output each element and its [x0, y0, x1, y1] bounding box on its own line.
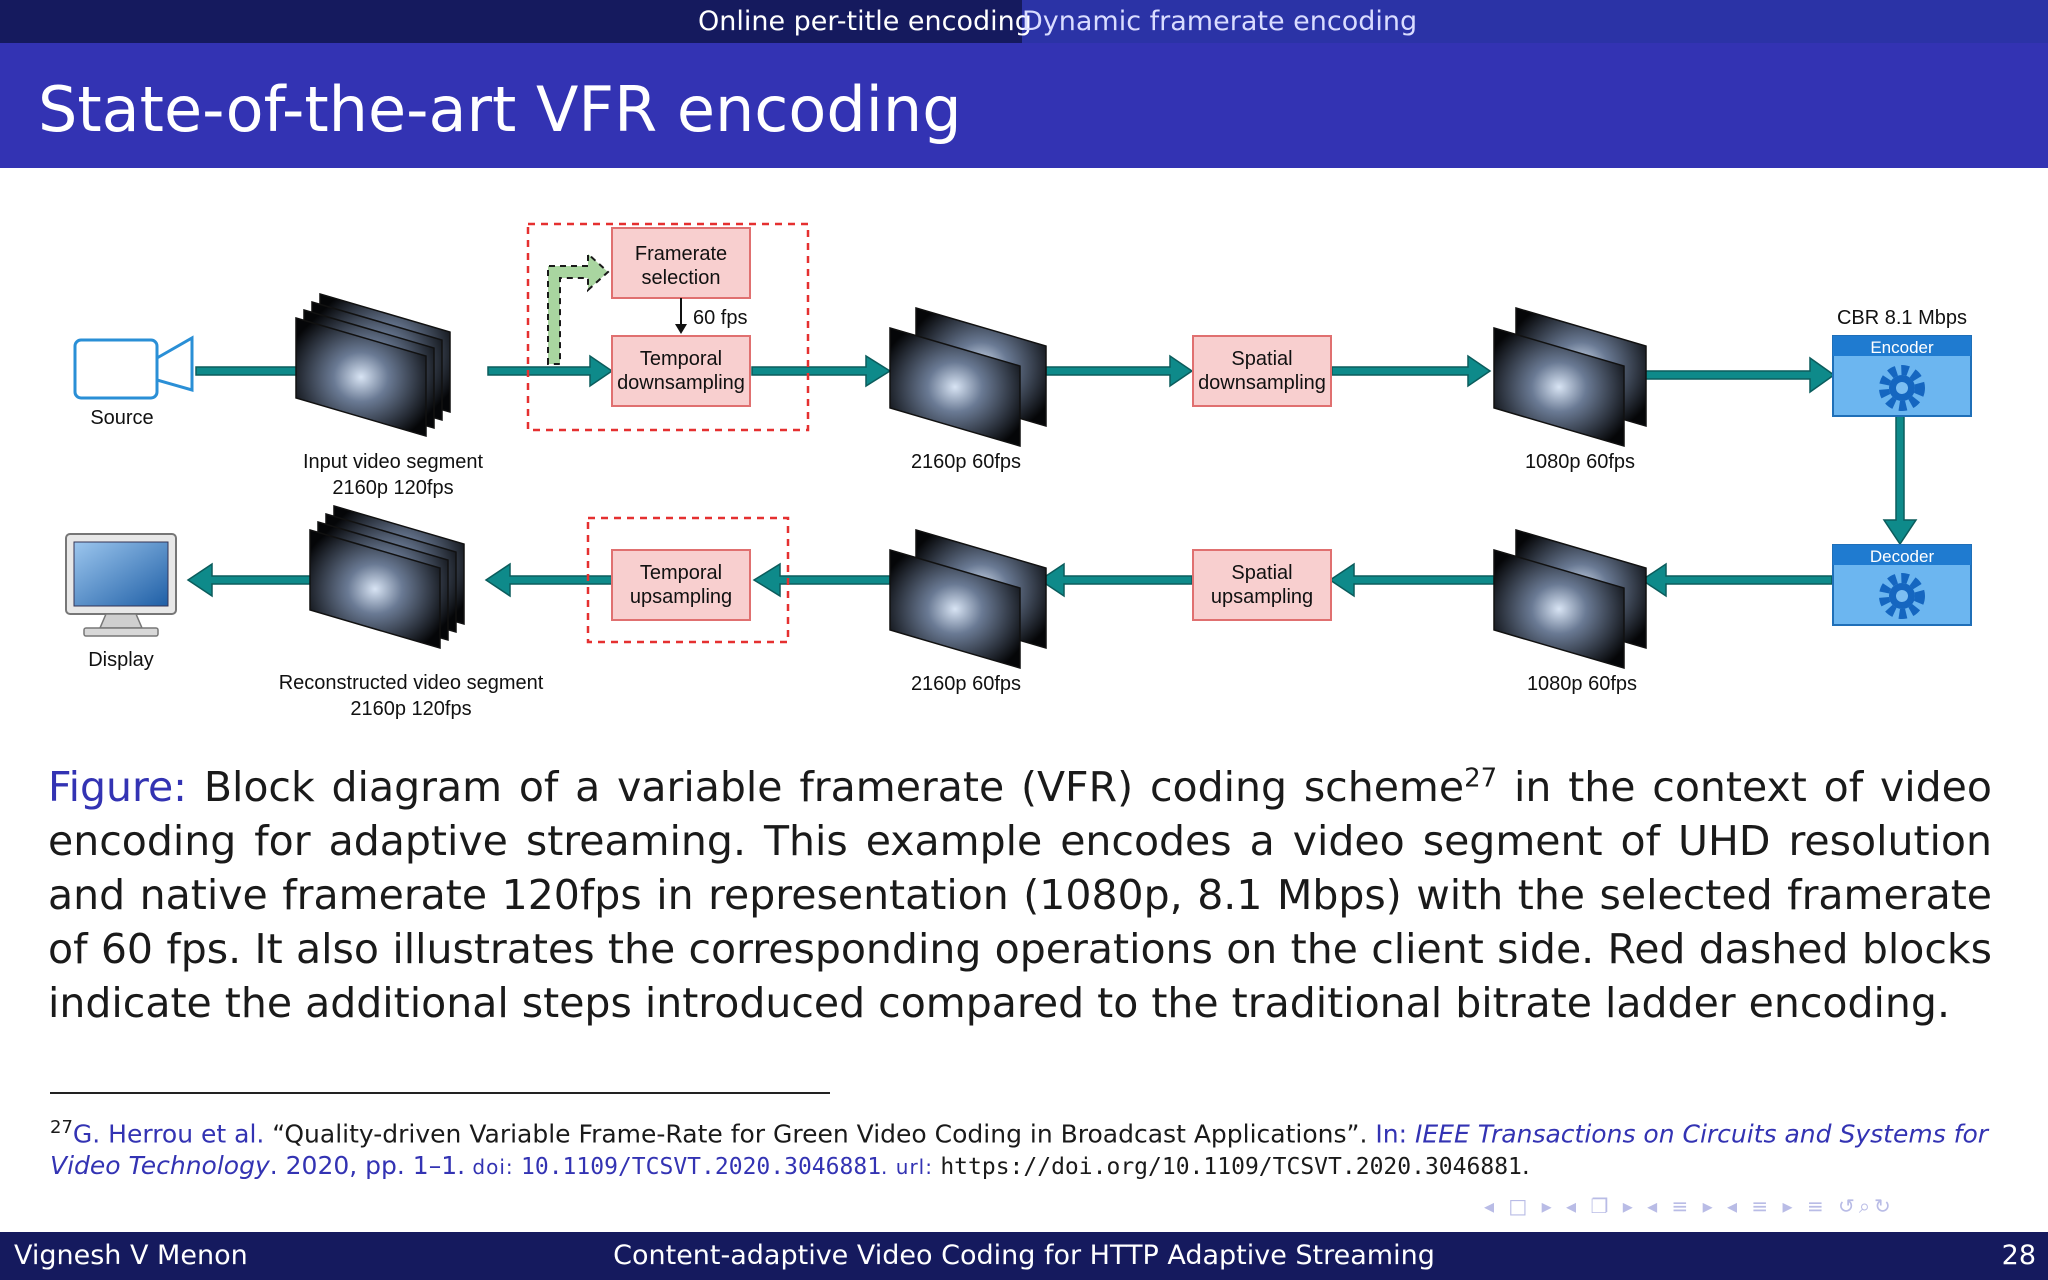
added-step-box-decoder — [586, 516, 790, 644]
vfr-block-diagram: Source Input video segment 2160p 120fps … — [65, 222, 1972, 720]
framerate-selection-label: Framerate — [635, 243, 727, 265]
res-1080p-top-label: 1080p 60fps — [1525, 451, 1635, 473]
footnote-url-link[interactable]: https://doi.org/10.1109/TCSVT.2020.30468… — [940, 1154, 1522, 1181]
temporal-downsampling-block — [611, 335, 751, 407]
footnote-in-label: In: — [1367, 1119, 1415, 1149]
caption-ref[interactable]: 27 — [1464, 763, 1498, 794]
nav-section-per-title[interactable]: Online per-title encoding — [698, 6, 1032, 37]
reconstructed-segment-resolution: 2160p 120fps — [350, 698, 471, 720]
footnote: 27G. Herrou et al. “Quality-driven Varia… — [50, 1112, 1994, 1183]
active-section-highlight — [1022, 0, 2048, 43]
temporal-upsampling-label: Temporal — [640, 562, 722, 584]
temporal-upsampling-label-2: upsampling — [630, 586, 732, 608]
footnote-authors[interactable]: G. Herrou et al. — [72, 1119, 265, 1149]
footnote-title: “Quality-driven Variable Frame-Rate for … — [264, 1119, 1368, 1149]
footnote-url-label: . url: — [881, 1155, 941, 1180]
camera-icon — [73, 335, 194, 400]
spatial-upsampling-label-2: upsampling — [1211, 586, 1313, 608]
nav-section-dynamic-framerate[interactable]: Dynamic framerate encoding — [1022, 6, 1418, 37]
encoder-label: Encoder — [1870, 338, 1934, 357]
temporal-downsampling-label: Temporal — [640, 348, 722, 370]
footer-talk-title: Content-adaptive Video Coding for HTTP A… — [613, 1240, 1435, 1271]
title-bar: State-of-the-art VFR encoding — [0, 43, 2048, 168]
footnote-number: 27 — [50, 1117, 73, 1138]
slide-title: State-of-the-art VFR encoding — [38, 73, 962, 146]
frames-1080p-top — [1493, 307, 1647, 447]
input-segment-label: Input video segment — [303, 451, 484, 473]
footer-author: Vignesh V Menon — [14, 1240, 248, 1271]
frames-2160p-bottom — [889, 529, 1047, 669]
cbr-label: CBR 8.1 Mbps — [1837, 307, 1967, 329]
temporal-downsampling-label-2: downsampling — [617, 372, 745, 394]
caption-text-1: Block diagram of a variable framerate (V… — [203, 763, 1465, 811]
footer-bar: Vignesh V Menon Content-adaptive Video C… — [0, 1232, 2048, 1280]
spatial-downsampling-label-2: downsampling — [1198, 372, 1326, 394]
beamer-navigation-symbols[interactable]: ◂ □ ▸ ◂ ❐ ▸ ◂ ≡ ▸ ◂ ≡ ▸ ≡ ↺⌕↻ — [1484, 1194, 1895, 1218]
decoder-label: Decoder — [1870, 547, 1935, 566]
display-label: Display — [88, 649, 154, 671]
temporal-upsampling-block — [611, 549, 751, 621]
footnote-doi-link[interactable]: 10.1109/TCSVT.2020.3046881 — [521, 1154, 882, 1181]
frames-1080p-bottom — [1493, 529, 1647, 669]
framerate-selection-label-2: selection — [642, 267, 721, 289]
source-label: Source — [90, 407, 153, 429]
footnote-journal: IEEE Transactions on Circuits and System… — [50, 1119, 1989, 1181]
spatial-upsampling-label: Spatial — [1231, 562, 1292, 584]
monitor-icon — [65, 533, 177, 637]
feedback-arrow — [547, 251, 610, 365]
res-2160p-top-label: 2160p 60fps — [911, 451, 1021, 473]
input-frames-stack — [295, 293, 451, 437]
input-segment-resolution: 2160p 120fps — [332, 477, 453, 499]
footnote-doi-label: doi: — [465, 1155, 522, 1180]
figure-caption: Figure: Block diagram of a variable fram… — [48, 760, 1992, 1030]
spatial-downsampling-label: Spatial — [1231, 348, 1292, 370]
res-2160p-bottom-label: 2160p 60fps — [911, 673, 1021, 695]
caption-label: Figure: — [48, 763, 187, 811]
footnote-year-pages: . 2020, pp. 1–1. — [269, 1151, 466, 1181]
footnote-rule — [50, 1092, 830, 1094]
added-step-box-encoder — [526, 222, 810, 432]
res-1080p-bottom-label: 1080p 60fps — [1527, 673, 1637, 695]
frames-2160p-top — [889, 307, 1047, 447]
section-navigation: Online per-title encoding Dynamic framer… — [0, 0, 2048, 43]
framerate-selection-block — [611, 227, 751, 299]
selected-fps-label: 60 fps — [693, 307, 747, 329]
page-number: 28 — [2001, 1240, 2036, 1271]
footnote-end: . — [1521, 1151, 1530, 1181]
reconstructed-frames-stack — [309, 505, 465, 649]
flow-arrows — [186, 354, 1918, 598]
decoder-block — [1832, 544, 1972, 626]
reconstructed-segment-label: Reconstructed video segment — [279, 672, 544, 694]
caption-text-2: in the context of video encoding for ada… — [48, 763, 1992, 1027]
encoder-block — [1832, 335, 1972, 417]
spatial-downsampling-block — [1192, 335, 1332, 407]
spatial-upsampling-block — [1192, 549, 1332, 621]
